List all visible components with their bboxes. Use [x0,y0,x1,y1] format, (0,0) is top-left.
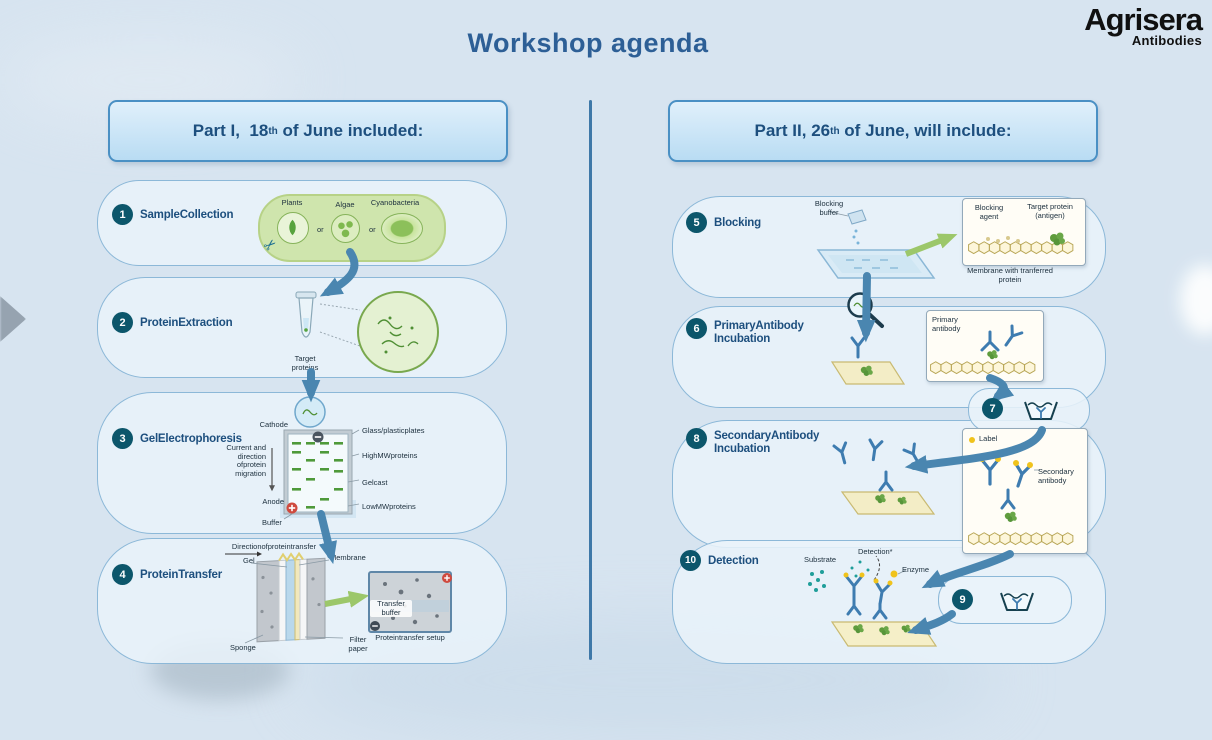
part1-header-sup: th [268,125,278,137]
magnified-protein-icon [294,396,326,428]
annotation-transfer-direction: Directionofproteintransfer [231,542,317,551]
membrane-tray-icon [816,249,936,279]
step2-label: ProteinExtraction [140,317,233,329]
wash-icon [1024,401,1058,420]
step8-label: SecondaryAntibody Incubation [714,430,820,455]
annotation-target-proteins: Target proteins [291,354,319,372]
blocking-illustration [816,209,936,279]
annotation-membrane-note: Membrane with tranferred protein [967,266,1053,284]
annotation-glass-plates: Glass/plasticplates [362,426,425,435]
annotation-secondary-antibody: Secondary antibody [1038,467,1074,485]
bound-antibody-icon [980,330,1000,352]
part2-header-text2: of June, will include: [839,121,1012,140]
plants-cell-icon [277,212,309,244]
step8-number: 8 [686,428,707,449]
annotation-gel: Gel [243,556,255,565]
protein-extraction-illustration [295,291,439,373]
transfer-sandwich [256,551,326,643]
bound-antibody-icon [878,470,894,492]
detection-arrow [873,555,880,581]
step4-label: ProteinTransfer [140,569,222,581]
background-chevron [0,296,26,342]
workshop-agenda-slide: { "title": "Workshop agenda", "logo": { … [0,2,1212,700]
annotation-blocking-buffer: Blocking buffer [814,199,844,217]
step3-label: GelElectrophoresis [140,433,242,445]
part1-header-text: Part I, 18 [192,121,269,140]
step5-label: Blocking [714,217,761,229]
annotation-enzyme: Enzyme [902,565,930,574]
blocking-inset-membrane [968,232,1074,255]
enzyme-dot-icon [890,570,898,578]
part1-header-text2: of June included: [277,121,424,140]
leaf-icon [284,219,301,236]
logo-brand: Agrisera [1084,2,1203,37]
agrisera-logo: Agrisera Antibodies [1084,2,1203,48]
membrane-icon [840,491,936,515]
annotation-gel-cast: Gelcast [362,478,388,487]
secondary-antibody-diagram [968,456,1074,546]
gel-electrophoresis-illustration [269,396,360,520]
step1-label: SampleCollection [140,209,234,221]
annotation-algae: Algae [335,200,355,209]
annotation-low-mw: LowMWproteins [362,502,416,511]
label-dot-icon [969,437,975,443]
primary-incubation-illustration [830,336,906,385]
annotation-buffer: Buffer [262,518,282,527]
tube-icon [295,291,317,338]
annotation-detection: Detection* [858,547,893,556]
annotation-substrate: Substrate [804,555,837,564]
magnifier-icon [847,292,884,328]
annotation-anode: Anode [262,497,284,506]
cyanobacteria-cell-icon [381,213,423,244]
part2-header-text: Part II, 26 [754,121,831,140]
annotation-cyanobacteria: Cyanobacteria [370,198,420,207]
step5-number: 5 [686,212,707,233]
column-divider [589,100,592,660]
cathode-terminal-icon [312,431,324,443]
substrate-dots-icon [808,560,870,592]
protein-lysate-icon [357,291,439,373]
secondary-incubation-illustration [832,438,936,515]
step6-number: 6 [686,318,707,339]
leader-lines [283,429,360,520]
annotation-transfer-setup: Proteintransfer setup [375,633,445,642]
step6-label: PrimaryAntibody Incubation [714,320,804,345]
annotation-cathode: Cathode [259,420,288,429]
annotation-label: Label [979,434,998,443]
step10-number: 10 [680,550,701,571]
annotation-blocking-agent: Blocking agent [974,203,1004,221]
step2-number: 2 [112,312,133,333]
step3-number: 3 [112,428,133,449]
primary-antibody-diagram [930,324,1036,375]
annotation-primary-antibody: Primary antibody [932,315,961,333]
wash-icon [1000,592,1034,611]
step7-number: 7 [982,398,1003,419]
green-arrow [324,590,370,608]
annotation-or-1: or [317,225,324,234]
annotation-transfer-buffer: Transfer buffer [370,599,412,618]
page-title: Workshop agenda [467,28,709,58]
step1-number: 1 [112,204,133,225]
annotation-current-direction: Current and direction ofprotein migratio… [226,443,266,478]
annotation-target-protein: Target protein (antigen) [1027,202,1073,220]
annotation-membrane: Membrane [330,553,366,562]
blocking-buffer-bottle-icon [847,209,867,245]
logo-subtitle: Antibodies [1131,33,1202,48]
annotation-or-2: or [369,225,376,234]
anode-terminal-icon [286,502,298,514]
protein-bands [292,442,343,509]
annotation-plants: Plants [281,198,303,207]
step9-number: 9 [952,589,973,610]
step10-label: Detection [708,555,759,567]
annotation-sponge: Sponge [230,643,256,652]
step4-number: 4 [112,564,133,585]
annotation-high-mw: HighMWproteins [362,451,418,460]
blocking-inset [962,198,1086,266]
background-blob [1180,265,1212,335]
algae-cell-icon [331,214,360,243]
gel-plate [287,433,349,513]
part2-header-sup: th [830,125,840,137]
